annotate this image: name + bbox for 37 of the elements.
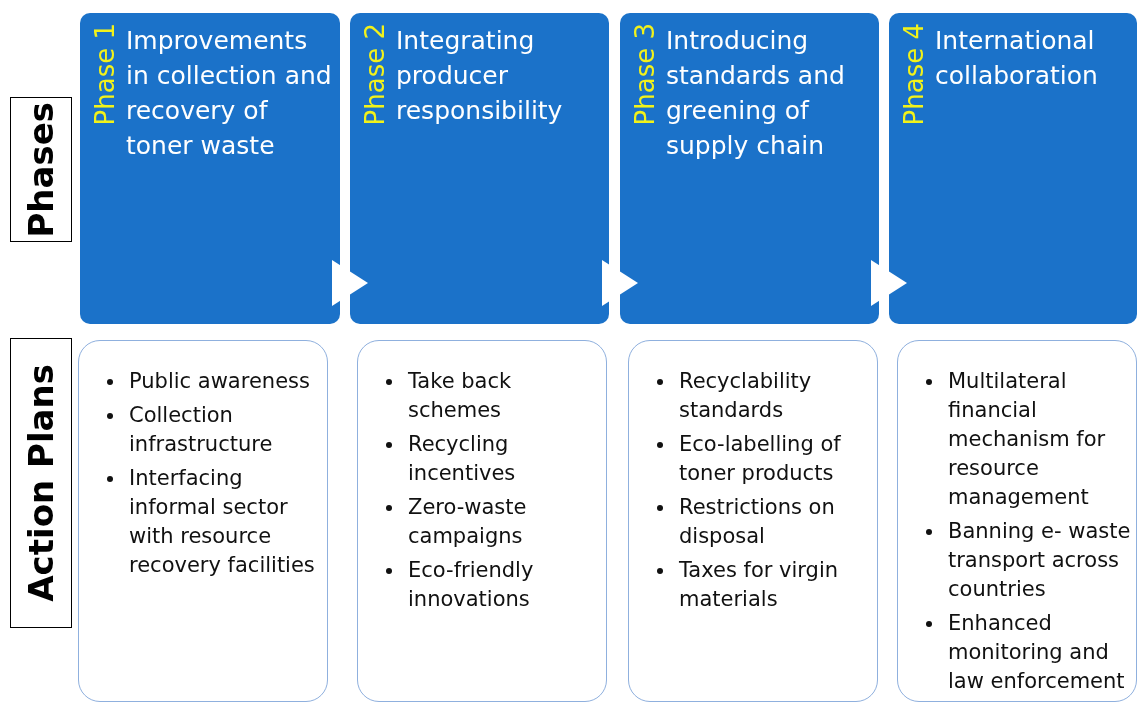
phase-title: Integrating producer responsibility: [396, 25, 564, 127]
phase-box: [350, 13, 609, 324]
row-header-box: [10, 97, 72, 242]
bullet-text: Interfacing informal sector with resource recovery facilities: [129, 465, 316, 579]
phase-title: International collaboration: [935, 25, 1099, 92]
bullet-text: Restrictions on disposal: [679, 494, 836, 550]
phase-box: [80, 13, 340, 324]
bullet-text: Enhanced monitoring and law enforcement: [948, 610, 1126, 695]
phase-box: [620, 13, 879, 324]
row-header-box: [10, 338, 72, 628]
action-plan-card: [628, 340, 878, 702]
action-plan-card: [78, 340, 328, 702]
row-header-text: Phases: [21, 101, 61, 238]
phase-number: Phase 1: [90, 23, 120, 126]
bullet-text: Public awareness: [129, 368, 310, 395]
phase-number: Phase 3: [630, 23, 660, 126]
bullet-text: Recyclability standards: [679, 368, 813, 424]
bullet-text: Take back schemes: [408, 368, 513, 424]
action-plan-card: [897, 340, 1137, 702]
phase-number: Phase 2: [360, 23, 390, 126]
bullet-text: Eco-labelling of toner products: [679, 431, 842, 487]
bullet-text: Zero-waste campaigns: [408, 494, 528, 550]
bullet-text: Collection infrastructure: [129, 402, 274, 458]
action-plan-card: [357, 340, 607, 702]
bullet-text: Multilateral financial mechanism for resource management: [948, 368, 1107, 511]
phase-title: Improvements in collection and recovery of toner waste: [126, 25, 332, 162]
phase-title: Introducing standards and greening of supply chain: [666, 25, 846, 162]
phase-number: Phase 4: [899, 23, 929, 126]
bullet-text: Taxes for virgin materials: [679, 557, 840, 613]
bullet-text: Eco-friendly innovations: [408, 557, 535, 613]
chevron-arrow: [602, 260, 638, 306]
chevron-arrow: [332, 260, 368, 306]
row-header-text: Action Plans: [21, 364, 61, 602]
bullet-text: Banning e- waste transport across countries: [948, 518, 1132, 603]
chevron-arrow: [871, 260, 907, 306]
phase-box: [889, 13, 1137, 324]
bullet-text: Recycling incentives: [408, 431, 517, 487]
